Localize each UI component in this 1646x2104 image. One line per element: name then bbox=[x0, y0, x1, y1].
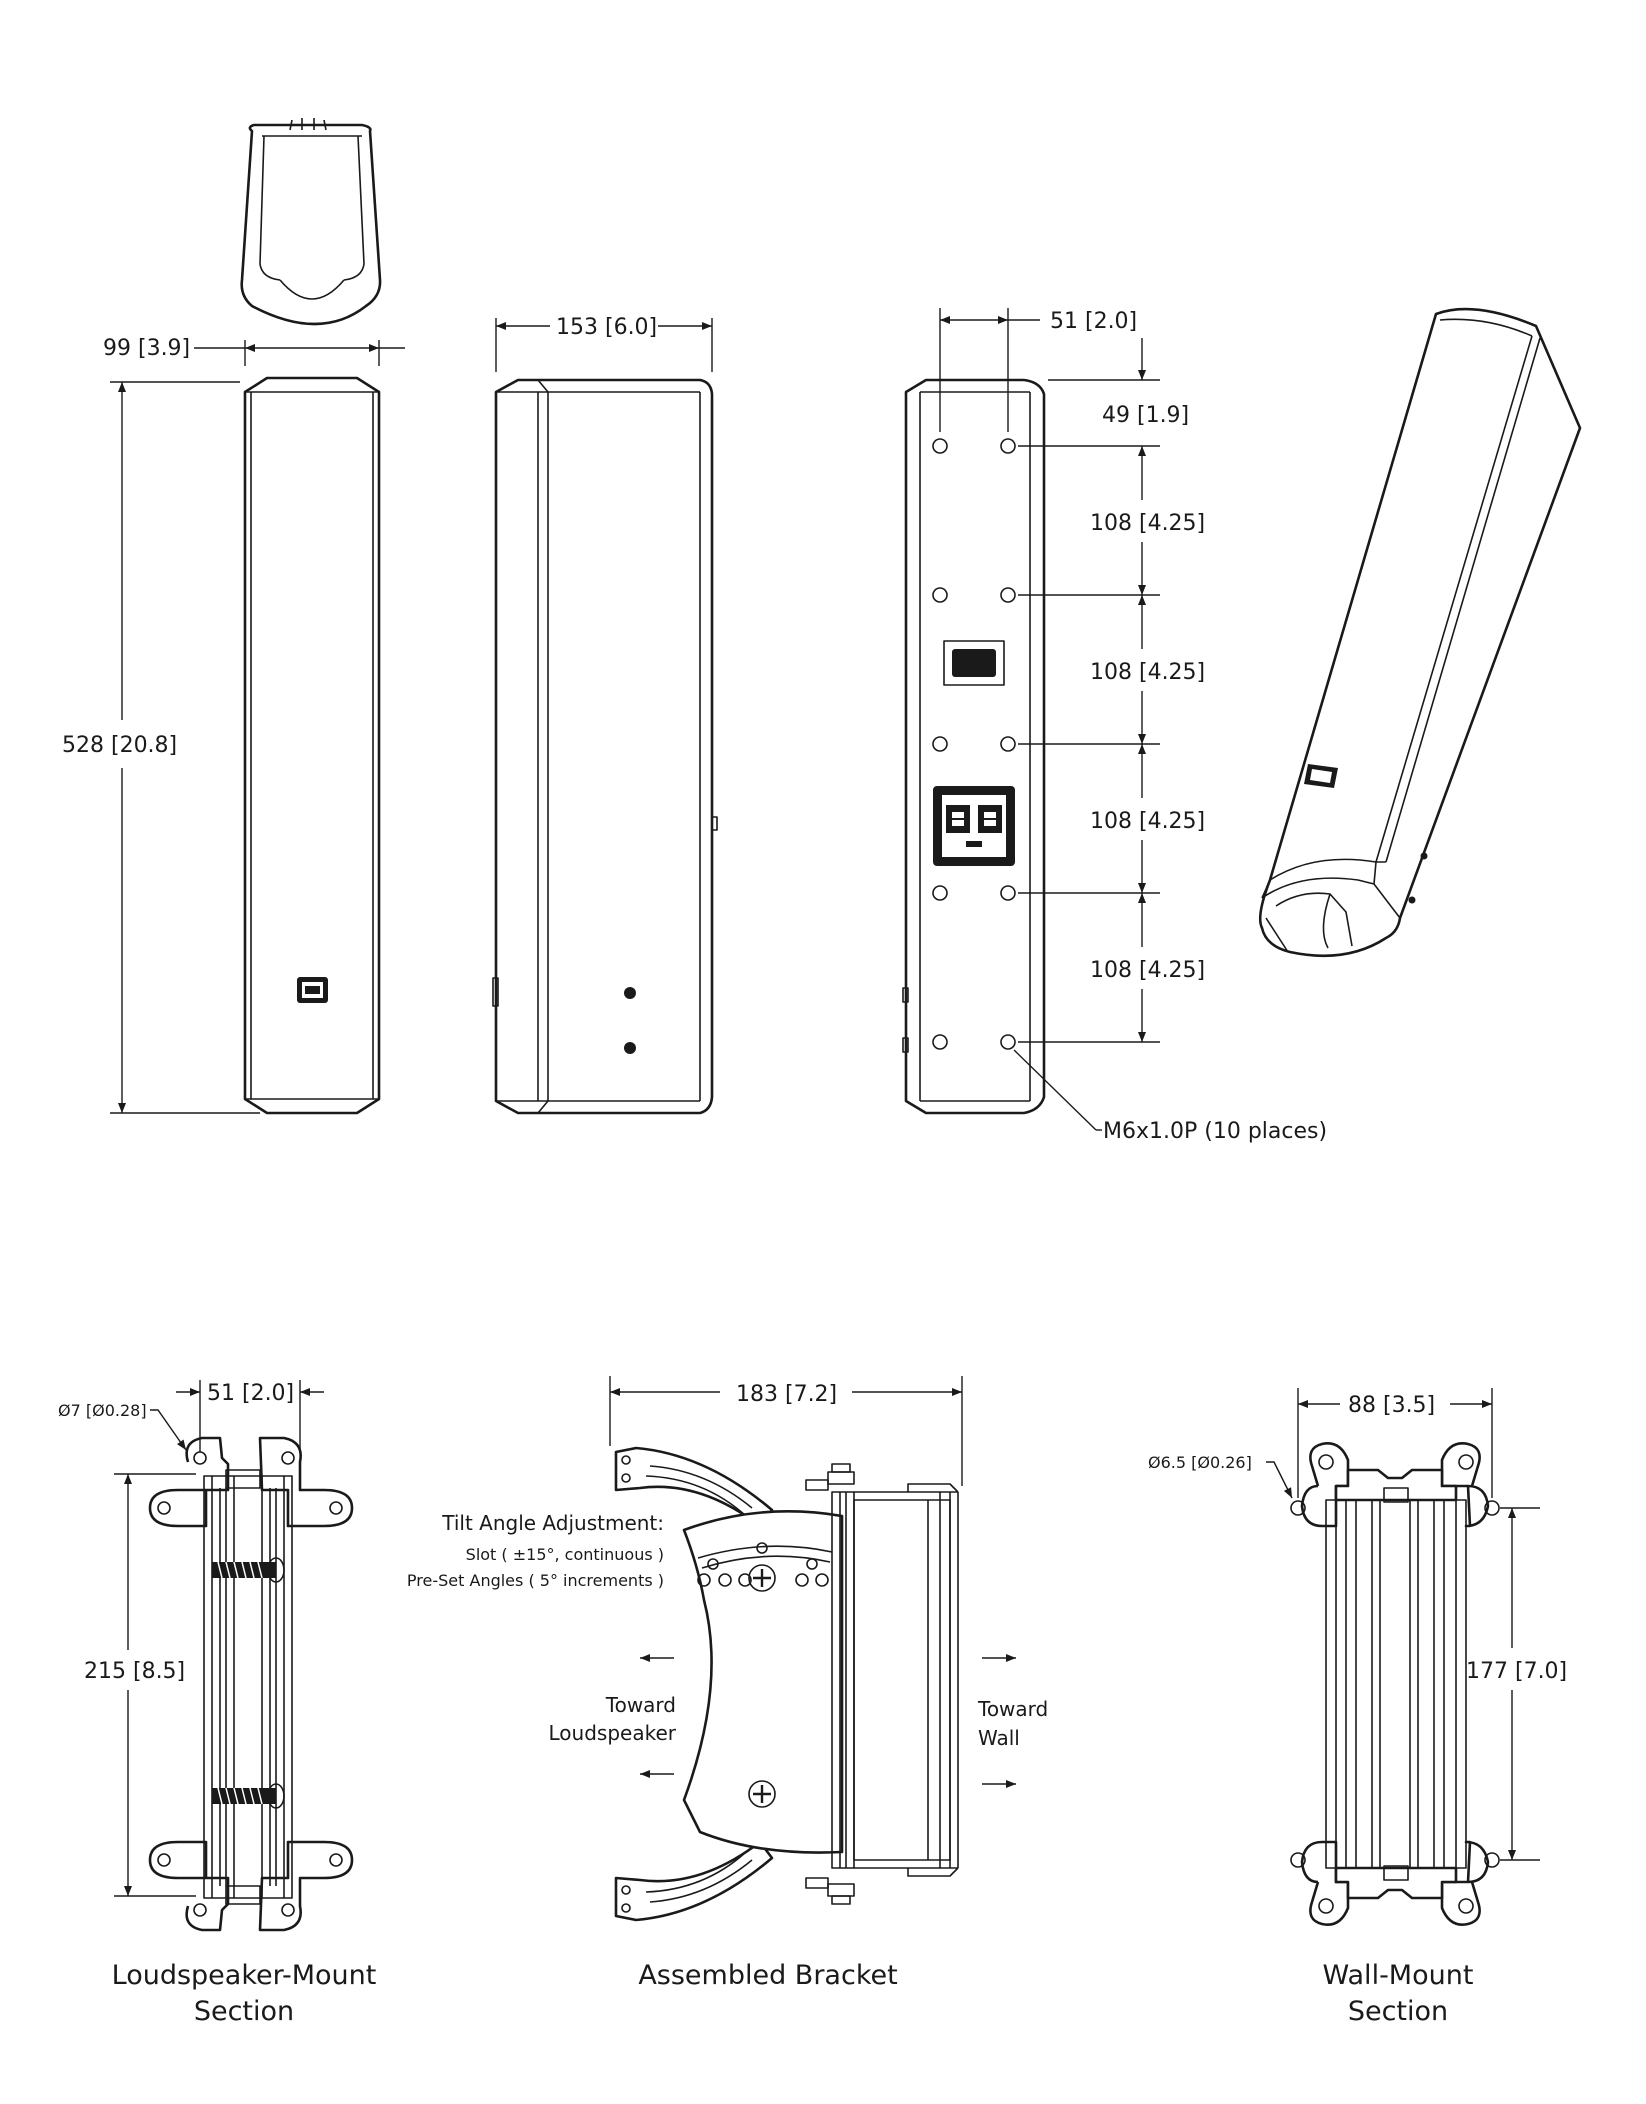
wm-hole-dia-label: Ø6.5 [Ø0.26] bbox=[1148, 1453, 1252, 1472]
ls-hole-dia-label: Ø7 [Ø0.28] bbox=[58, 1401, 147, 1420]
toward-ls-line1: Toward bbox=[605, 1693, 676, 1717]
side-depth-label: 153 [6.0] bbox=[556, 315, 657, 340]
ls-dimensions: 51 [2.0] Ø7 [Ø0.28] 215 [8.5] bbox=[58, 1380, 324, 1897]
rear-width-label: 51 [2.0] bbox=[1050, 309, 1137, 334]
ls-caption-line2: Section bbox=[194, 1996, 294, 2027]
side-depth-dimension: 153 [6.0] bbox=[495, 315, 713, 372]
height-label: 528 [20.8] bbox=[62, 733, 177, 758]
ab-caption: Assembled Bracket bbox=[638, 1960, 897, 1991]
screw-head-icon bbox=[212, 1557, 285, 1809]
front-width-label: 99 [3.9] bbox=[103, 336, 190, 361]
rear-spacing-3-label: 108 [4.25] bbox=[1090, 809, 1205, 834]
toward-wall-line2: Wall bbox=[978, 1726, 1020, 1750]
ab-dimensions: 183 [7.2] bbox=[609, 1376, 963, 1486]
arrow-right-icon bbox=[982, 1654, 1016, 1788]
top-end-view bbox=[240, 118, 382, 326]
wm-caption-line2: Section bbox=[1348, 1996, 1448, 2027]
thread-callout-label: M6x1.0P (10 places) bbox=[1103, 1119, 1327, 1144]
tilt-slot-text: Slot ( ±15°, continuous ) bbox=[466, 1545, 664, 1564]
isometric-view bbox=[1258, 307, 1582, 958]
iso-logo-badge bbox=[1304, 764, 1338, 788]
ls-mount-section bbox=[148, 1436, 354, 1932]
side-hole-bottom bbox=[624, 1042, 636, 1054]
rear-spacing-2-label: 108 [4.25] bbox=[1090, 660, 1205, 685]
rear-spacing-4-label: 108 [4.25] bbox=[1090, 958, 1205, 983]
ls-height-label: 215 [8.5] bbox=[84, 1659, 185, 1684]
wm-height-label: 177 [7.0] bbox=[1466, 1659, 1567, 1684]
front-width-dimension: 99 [3.9] bbox=[103, 336, 405, 366]
height-dimension: 528 [20.8] bbox=[62, 381, 260, 1114]
rear-holes bbox=[932, 438, 1016, 1050]
rear-top-offset-label: 49 [1.9] bbox=[1102, 403, 1189, 428]
front-logo-badge bbox=[297, 977, 328, 1003]
thread-callout: M6x1.0P (10 places) bbox=[1013, 1049, 1327, 1144]
speaker-terminal-icon bbox=[933, 786, 1015, 866]
toward-ls-line2: Loudspeaker bbox=[549, 1721, 677, 1745]
ls-width-label: 51 [2.0] bbox=[207, 1381, 294, 1406]
wall-mount-section bbox=[1290, 1442, 1500, 1926]
side-view bbox=[492, 378, 718, 1115]
wm-dimensions: 88 [3.5] Ø6.5 [Ø0.26] 177 [7.0] bbox=[1148, 1388, 1567, 1861]
wm-width-label: 88 [3.5] bbox=[1348, 1393, 1435, 1418]
wm-caption-line1: Wall-Mount bbox=[1323, 1960, 1474, 1991]
ls-caption-line1: Loudspeaker-Mount bbox=[112, 1960, 377, 1991]
rear-width-dimension: 51 [2.0] bbox=[939, 308, 1137, 432]
assembled-bracket bbox=[614, 1446, 959, 1922]
front-view bbox=[243, 376, 381, 1115]
tilt-preset-text: Pre-Set Angles ( 5° increments ) bbox=[407, 1571, 664, 1590]
rear-view: JBL bbox=[902, 378, 1046, 1115]
rear-vertical-dimensions: 49 [1.9] 108 [4.25] 108 [4.25] 108 [4.25… bbox=[1018, 338, 1205, 1043]
tilt-title: Tilt Angle Adjustment: bbox=[441, 1511, 664, 1535]
toward-wall-line1: Toward bbox=[977, 1697, 1048, 1721]
rear-spacing-1-label: 108 [4.25] bbox=[1090, 511, 1205, 536]
arrow-left-icon bbox=[640, 1654, 674, 1778]
rear-logo-text: JBL bbox=[956, 654, 990, 675]
side-hole-top bbox=[624, 987, 636, 999]
ab-width-label: 183 [7.2] bbox=[736, 1382, 837, 1407]
rear-logo-badge: JBL bbox=[943, 640, 1005, 686]
